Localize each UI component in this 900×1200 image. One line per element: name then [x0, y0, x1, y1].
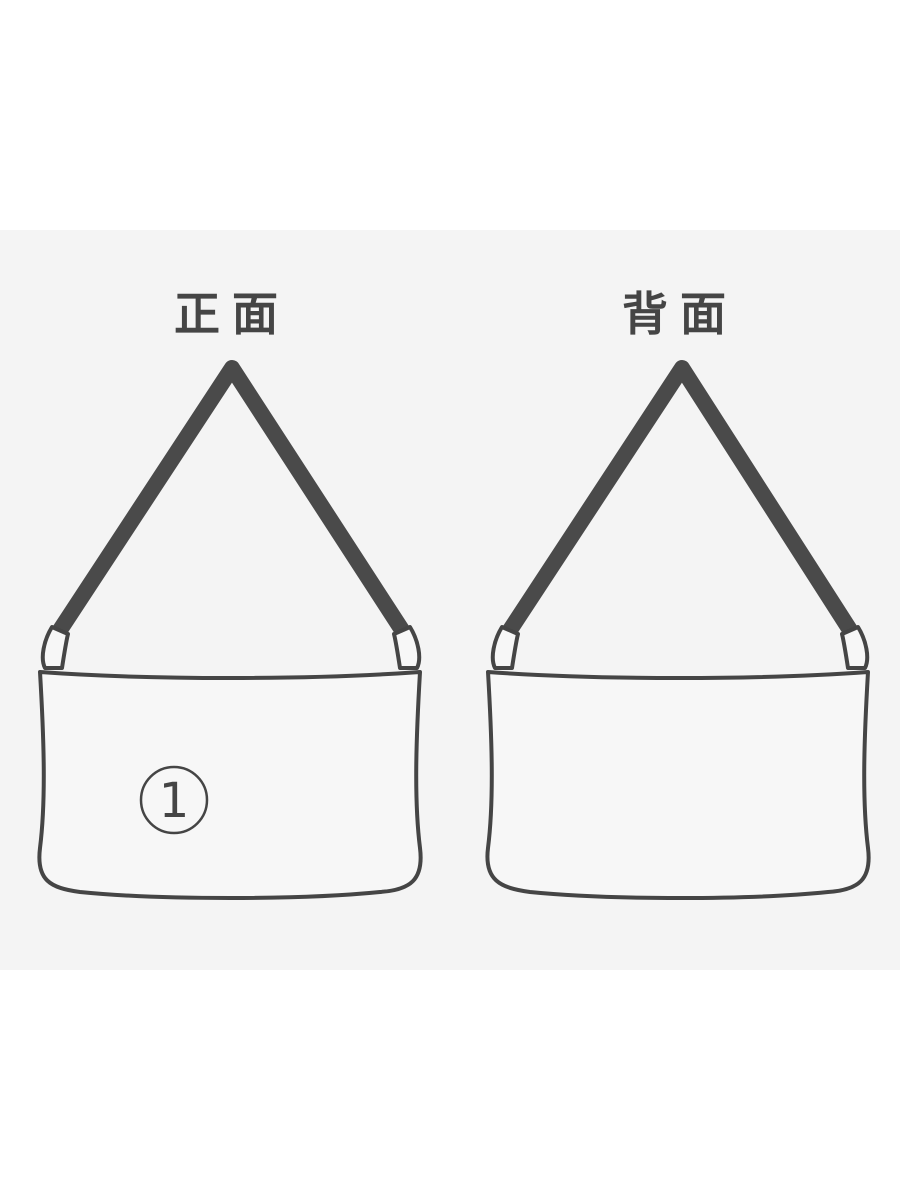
front-bag-strap [53, 360, 409, 635]
front-bag: 1 [37, 360, 423, 900]
front-bag-body [37, 670, 423, 900]
front-marker-number: 1 [159, 773, 190, 829]
back-right-strap-connector [840, 625, 870, 670]
back-bag [485, 360, 871, 900]
back-bag-strap [503, 360, 857, 635]
front-marker-circle [139, 765, 209, 835]
front-view-title: 正面 [174, 287, 290, 341]
front-left-strap-connector [40, 625, 70, 670]
back-view-title: 背面 [622, 287, 738, 341]
back-bag-body [485, 670, 871, 900]
front-right-strap-connector [392, 625, 422, 670]
back-left-strap-connector [490, 625, 520, 670]
